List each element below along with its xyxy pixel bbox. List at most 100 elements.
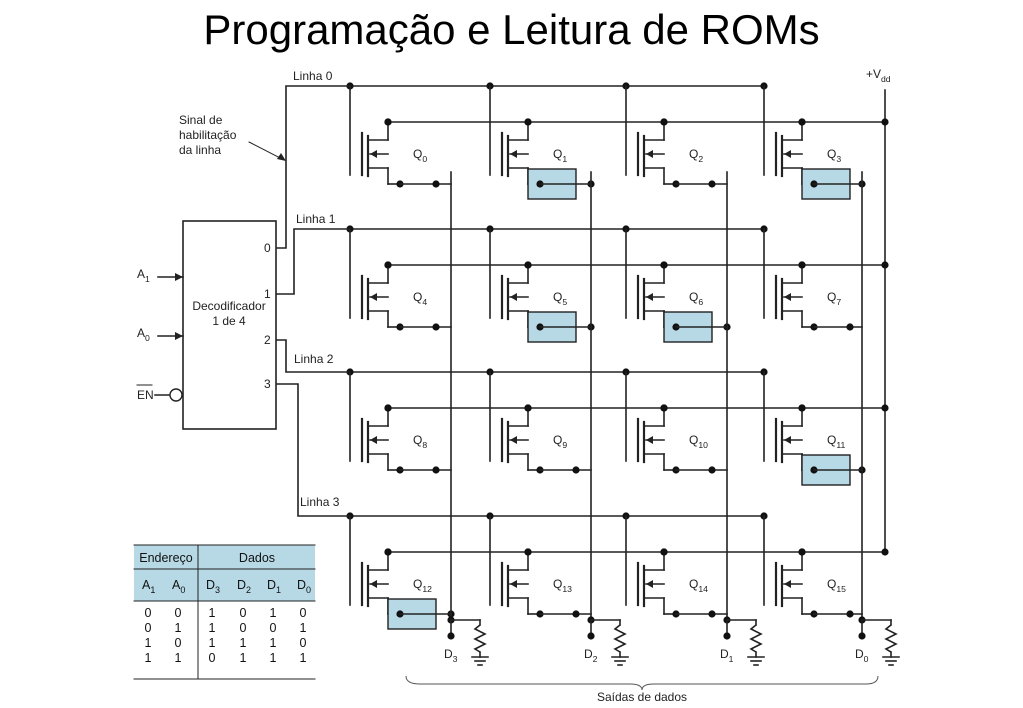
transistor-q10-label: Q10 (689, 433, 708, 450)
table-header-endereco: Endereço (139, 551, 193, 565)
decoder-output-1: 1 (264, 287, 271, 301)
transistor-q12-label: Q12 (413, 577, 432, 594)
junction-dot (384, 404, 392, 412)
junction-dot (798, 548, 806, 556)
table-cell: 0 (240, 606, 247, 620)
transistor-q15-label: Q15 (827, 577, 846, 594)
body-arrow (784, 436, 791, 444)
transistor-q1-label: Q1 (553, 147, 567, 164)
decoder-out-3-wire (276, 383, 350, 517)
table-col-D3: D3 (206, 578, 220, 595)
transistor-q5-label: Q5 (553, 290, 567, 307)
table-cell: 1 (209, 606, 216, 620)
table-cell: 1 (175, 621, 182, 635)
body-arrow (510, 150, 517, 158)
junction-dot (660, 118, 668, 126)
body-arrow (646, 436, 653, 444)
junction-dot (660, 404, 668, 412)
table-col-A0: A0 (172, 578, 185, 595)
junction-dot (572, 466, 580, 474)
transistor-q11-label: Q11 (827, 433, 845, 450)
table-col-D1: D1 (267, 578, 281, 595)
junction-dot (798, 261, 806, 269)
body-arrow (370, 150, 377, 158)
table-cell: 1 (145, 651, 152, 665)
input-a1-label: A1 (137, 267, 150, 284)
table-cell: 1 (300, 651, 307, 665)
body-arrow (510, 580, 517, 588)
body-arrow (370, 436, 377, 444)
row-label-1: Linha 1 (296, 212, 336, 226)
table-cell: 1 (270, 606, 277, 620)
junction-dot (881, 548, 889, 556)
input-a1-arrow (175, 273, 183, 281)
junction-dot (432, 180, 440, 188)
table-cell: 0 (175, 606, 182, 620)
table-cell: 0 (145, 621, 152, 635)
body-arrow (510, 436, 517, 444)
junction-dot (572, 610, 580, 618)
body-arrow (370, 580, 377, 588)
transistor-q4-label: Q4 (413, 290, 427, 307)
input-a0-arrow (175, 332, 183, 340)
junction-dot (881, 404, 889, 412)
enable-inversion-bubble (169, 388, 183, 402)
enable-input-label: EN (137, 388, 154, 402)
transistor-q9-label: Q9 (553, 433, 567, 450)
junction-dot (384, 548, 392, 556)
table-col-D0: D0 (297, 578, 311, 595)
junction-dot (660, 261, 668, 269)
output-D1-label: D1 (720, 647, 734, 664)
decoder-out-1-wire (276, 228, 350, 295)
output-D0-label: D0 (855, 647, 869, 664)
junction-dot (723, 632, 731, 640)
outputs-label: Saídas de dados (597, 690, 687, 704)
decoder-out-0-wire (276, 85, 350, 249)
decoder-out-2-wire (276, 339, 350, 373)
enable-note-line-1: habilitação (179, 128, 237, 142)
junction-dot (858, 632, 866, 640)
junction-dot (524, 548, 532, 556)
transistor-q7-label: Q7 (827, 290, 841, 307)
body-arrow (784, 293, 791, 301)
pulldown-resistor (473, 624, 487, 653)
row-label-0: Linha 0 (293, 69, 333, 83)
pulldown-resistor (749, 624, 763, 653)
junction-dot (524, 404, 532, 412)
decoder-output-3: 3 (264, 377, 271, 391)
table-col-A1: A1 (142, 578, 155, 595)
junction-dot (846, 323, 854, 331)
junction-dot (708, 180, 716, 188)
decoder-output-2: 2 (264, 333, 271, 347)
table-cell: 1 (270, 651, 277, 665)
table-cell: 0 (145, 606, 152, 620)
junction-dot (708, 610, 716, 618)
output-D2-label: D2 (584, 647, 598, 664)
row-label-3: Linha 3 (300, 495, 340, 509)
truth-table-header (134, 545, 315, 601)
table-cell: 1 (300, 621, 307, 635)
row-label-2: Linha 2 (294, 352, 334, 366)
table-cell: 1 (175, 651, 182, 665)
body-arrow (784, 150, 791, 158)
body-arrow (510, 293, 517, 301)
decoder-output-0: 0 (264, 241, 271, 255)
junction-dot (524, 118, 532, 126)
junction-dot (708, 466, 716, 474)
transistor-q0-label: Q0 (413, 147, 427, 164)
enable-note-pointer (248, 141, 285, 161)
transistor-q2-label: Q2 (689, 147, 703, 164)
pulldown-resistor (884, 624, 898, 653)
table-cell: 1 (145, 636, 152, 650)
table-cell: 0 (300, 606, 307, 620)
pulldown-resistor (613, 624, 627, 653)
body-arrow (646, 150, 653, 158)
page-title: Programação e Leitura de ROMs (203, 6, 820, 53)
body-arrow (646, 293, 653, 301)
table-cell: 0 (270, 621, 277, 635)
transistor-q8-label: Q8 (413, 433, 427, 450)
output-D3-label: D3 (444, 647, 458, 664)
junction-dot (587, 632, 595, 640)
table-cell: 0 (240, 621, 247, 635)
